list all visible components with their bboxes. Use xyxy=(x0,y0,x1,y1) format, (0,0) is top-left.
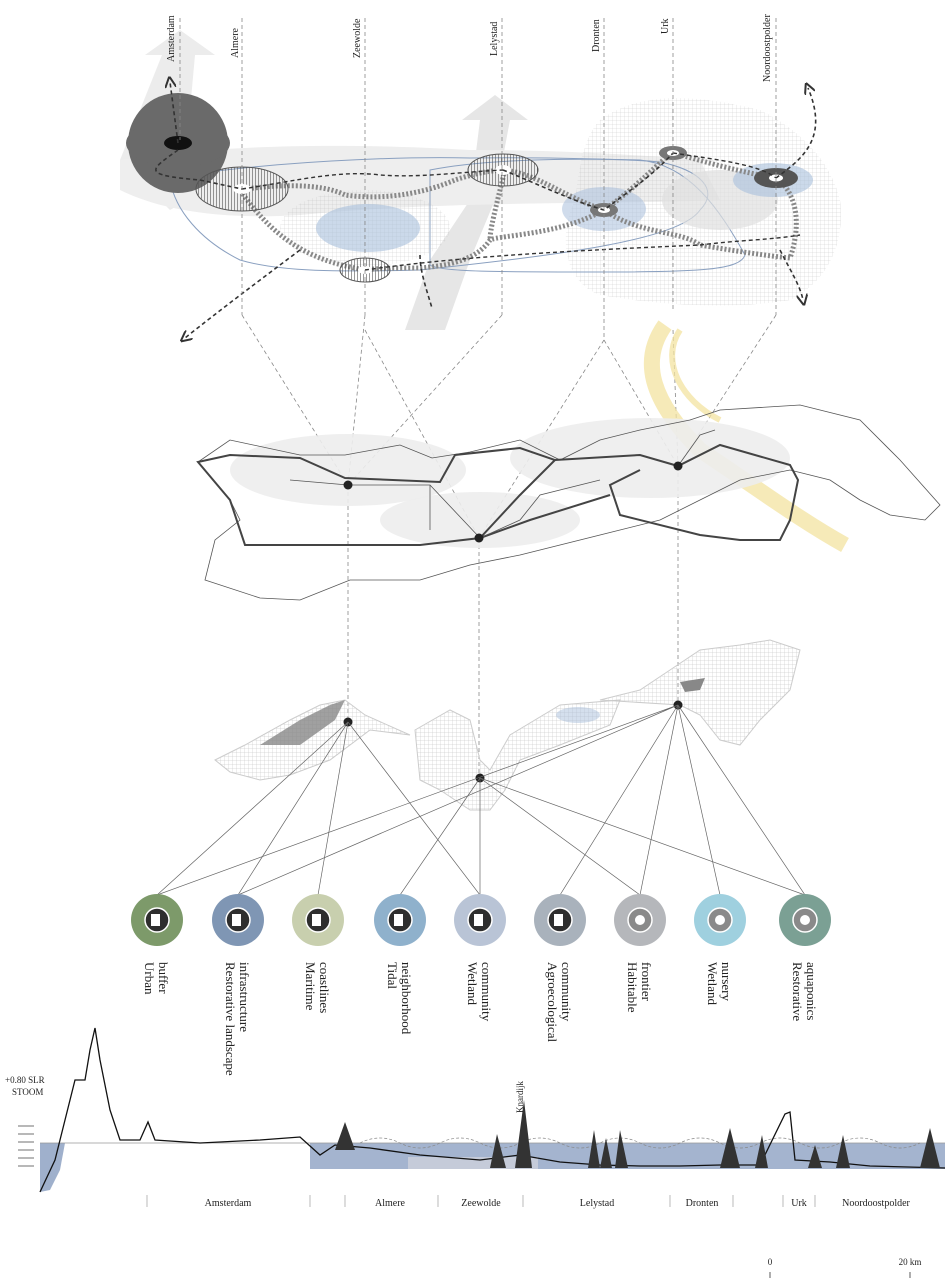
outer-outline xyxy=(197,404,941,601)
node-west xyxy=(343,480,353,490)
typology-label: Urban xyxy=(142,962,157,995)
typology-circles xyxy=(131,894,831,946)
scale-bar: 0 20 km xyxy=(768,1257,922,1278)
fragment-blue xyxy=(556,707,600,723)
typology-label: aquaponics xyxy=(804,962,819,1020)
city-label-amsterdam: Amsterdam xyxy=(166,15,177,62)
typology-label: Maritime xyxy=(303,962,318,1011)
lelystad-outline xyxy=(429,158,746,273)
fragment-west-dark xyxy=(260,700,345,745)
typology-icon-core xyxy=(394,914,403,926)
city-label-noordoostpolder: Noordoostpolder xyxy=(762,14,773,82)
typology-label: Wetland xyxy=(465,962,480,1005)
typology-label: frontier xyxy=(639,962,654,1002)
typology-icon-core xyxy=(474,914,483,926)
level-ticks xyxy=(18,1125,34,1167)
dashed-route-south xyxy=(419,249,803,309)
terrain-profile xyxy=(39,1027,946,1193)
scale-start: 0 xyxy=(768,1257,773,1267)
link-center xyxy=(399,777,806,896)
node-east xyxy=(673,461,683,471)
node-center xyxy=(474,533,484,543)
wave-line xyxy=(359,1137,921,1149)
scale-end: 20 km xyxy=(899,1257,922,1267)
typology-label: Restorative landscape xyxy=(223,962,238,1076)
segment-urk: Urk xyxy=(791,1198,807,1209)
city-label-dronten: Dronten xyxy=(591,19,602,52)
typology-label: coastlines xyxy=(317,962,332,1013)
fragment-east xyxy=(599,639,801,746)
typology-icon-core xyxy=(554,914,563,926)
level-label-2: STOOM xyxy=(12,1087,43,1097)
typology-icon-core xyxy=(800,915,810,925)
typology-label: Restorative xyxy=(790,962,805,1021)
dashed-route-amsterdam xyxy=(170,82,179,144)
segment-dividers xyxy=(146,1195,816,1207)
typology-label: neighborhood xyxy=(399,962,414,1035)
dashed-route-main xyxy=(241,152,801,271)
city-label-zeewolde: Zeewolde xyxy=(352,18,363,58)
typology-label: Tidal xyxy=(385,962,400,989)
segment-dronten: Dronten xyxy=(686,1198,719,1209)
converge-lines xyxy=(241,314,777,539)
typology-label: buffer xyxy=(156,962,171,994)
city-label-lelystad: Lelystad xyxy=(489,22,500,56)
city-label-urk: Urk xyxy=(660,18,671,34)
typology-label: Habitable xyxy=(625,962,640,1013)
segment-noordoostpolder: Noordoostpolder xyxy=(842,1198,910,1209)
typology-links xyxy=(156,704,806,896)
regional-map xyxy=(120,30,841,338)
city-label-almere: Almere xyxy=(230,27,241,58)
guide-lines xyxy=(179,18,777,778)
segment-almere: Almere xyxy=(375,1198,406,1209)
typology-label: nursery xyxy=(719,962,734,1001)
typology-label: Wetland xyxy=(705,962,720,1005)
typology-icon-core xyxy=(151,914,160,926)
typology-label: community xyxy=(479,962,494,1022)
blob-west xyxy=(230,434,466,506)
link-west xyxy=(156,721,481,896)
city-labels: Amsterdam Almere Zeewolde Lelystad Dront… xyxy=(166,14,773,82)
thin-inner-lines xyxy=(289,429,716,539)
typology-icon-core xyxy=(635,915,645,925)
hatched-corridor-2 xyxy=(487,169,508,241)
yellow-canal-2 xyxy=(669,328,722,423)
typology-label: community xyxy=(559,962,574,1022)
link-east xyxy=(156,704,806,896)
dike-label: Knardijk xyxy=(515,1081,525,1113)
typology-icon-core xyxy=(312,914,321,926)
zeewolde-blue-zone xyxy=(316,204,420,252)
segment-zeewolde: Zeewolde xyxy=(461,1198,501,1209)
level-label-1: +0.80 SLR xyxy=(5,1075,45,1085)
section-profile: +0.80 SLR STOOM Knardijk Amsterdam Almer… xyxy=(5,1027,946,1209)
segment-amsterdam: Amsterdam xyxy=(205,1198,252,1209)
water-sand xyxy=(408,1157,538,1169)
fragment-west xyxy=(214,699,411,781)
fragments-map xyxy=(214,639,801,811)
typology-label: Agroecological xyxy=(545,962,560,1043)
segment-lelystad: Lelystad xyxy=(580,1198,614,1209)
typology-icon-core xyxy=(232,914,241,926)
dashed-route-west xyxy=(155,149,301,338)
network-map xyxy=(196,320,941,601)
typology-label: infrastructure xyxy=(237,962,252,1032)
fragment-east-dark xyxy=(680,678,705,692)
typology-icon-core xyxy=(715,915,725,925)
